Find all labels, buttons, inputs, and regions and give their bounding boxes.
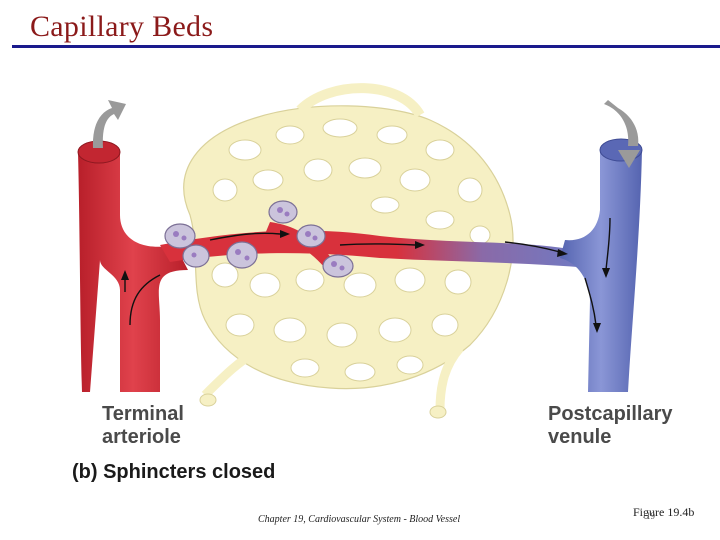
flow-arrow-in-icon	[604, 100, 640, 168]
thoroughfare-channel	[160, 230, 590, 268]
label-terminal-arteriole: Terminal arteriole	[102, 403, 184, 449]
footer-chapter: Chapter 19, Cardiovascular System - Bloo…	[258, 514, 461, 525]
label-line-2: arteriole	[102, 426, 181, 448]
flow-arrow-out-icon	[92, 100, 126, 148]
arrowheads	[121, 230, 610, 333]
slide-title: Capillary Beds	[30, 10, 214, 43]
figure-reference: Figure 19.4b	[633, 505, 695, 519]
blood-flow-arrows	[124, 217, 611, 326]
title-divider	[12, 45, 720, 48]
slide-number: 19	[646, 511, 655, 521]
label-postcapillary-venule: Postcapillary venule	[548, 403, 673, 449]
sphincter-6	[322, 254, 354, 278]
terminal-arteriole	[78, 152, 188, 392]
label-line-1: Terminal	[102, 403, 184, 425]
sphincter-5	[296, 224, 326, 248]
postcapillary-venule	[560, 150, 642, 392]
capillary-open-ends	[199, 393, 447, 419]
capillary-gaps	[211, 118, 491, 382]
sphincter-nuclei	[173, 207, 345, 271]
sphincter-4	[268, 200, 298, 224]
label-line-1: Postcapillary	[548, 403, 673, 425]
sphincter-3	[226, 241, 258, 269]
figure-caption: (b) Sphincters closed	[72, 461, 276, 483]
label-line-2: venule	[548, 426, 612, 448]
sphincter-1	[164, 223, 196, 249]
